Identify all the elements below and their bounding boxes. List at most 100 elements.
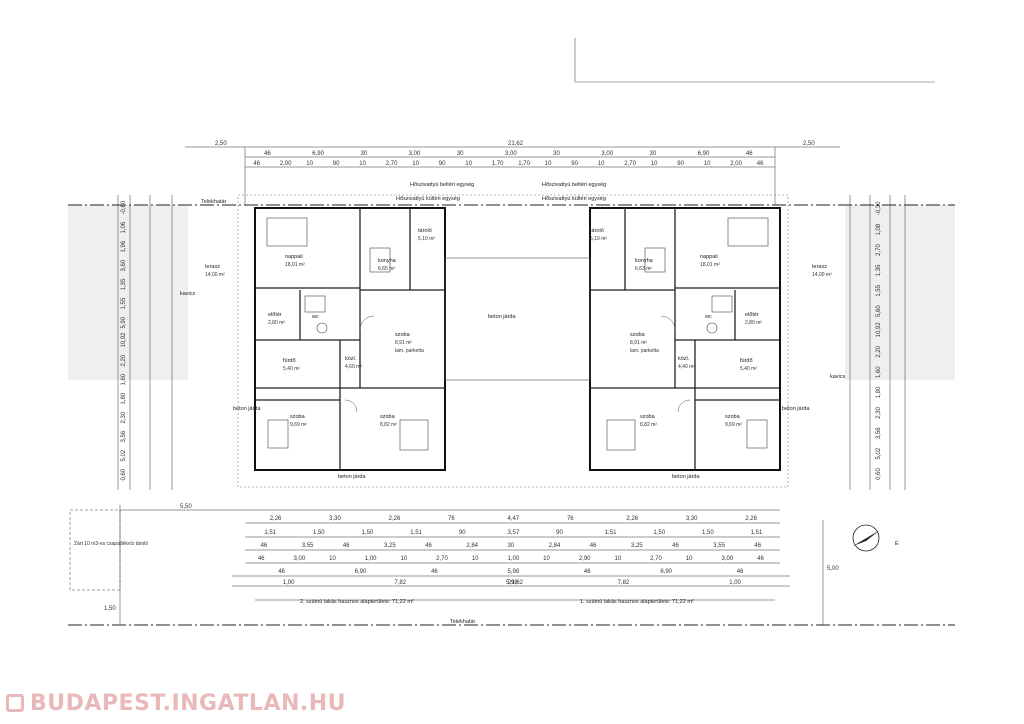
door-swings bbox=[344, 315, 691, 413]
dim-top-right-edge: 2,50 bbox=[803, 141, 815, 147]
left-szoba1: szoba bbox=[395, 332, 411, 338]
dim-right-2: 2,70 bbox=[876, 244, 882, 256]
dim-bottom-row6-4: 1,00 bbox=[729, 580, 741, 586]
dim-bottom-row2-5: 3,57 bbox=[508, 530, 520, 536]
dim-bottom-row3-12: 46 bbox=[754, 543, 761, 549]
dim-bottom-row2-2: 1,50 bbox=[362, 530, 374, 536]
right-nappali-area: 18,01 m² bbox=[700, 262, 720, 268]
dim-right-12: 5,02 bbox=[876, 447, 882, 459]
dim-bottom-row2-8: 1,50 bbox=[653, 530, 665, 536]
left-nappali-area: 18,01 m² bbox=[285, 262, 305, 268]
dim-left-13: 5,02 bbox=[121, 449, 127, 461]
dim-bottom-row4-7: 1,00 bbox=[508, 556, 520, 562]
label-hoszivattyu-kulteri-1: Hőszivattyú kültéri egység bbox=[396, 196, 460, 202]
dim-right-10: 2,30 bbox=[876, 406, 882, 418]
eave-outline bbox=[237, 194, 789, 488]
dim-left-14: 0,60 bbox=[121, 468, 127, 480]
left-konyha-area: 6,65 m² bbox=[378, 266, 395, 272]
dim-top-row3-14: 2,70 bbox=[624, 161, 636, 167]
dim-right-0: -0,30 bbox=[876, 201, 882, 215]
dim-bottom-row4-1: 3,00 bbox=[294, 556, 306, 562]
left-szoba2-area: 9,69 m² bbox=[290, 422, 307, 428]
left-wc: wc bbox=[311, 314, 319, 320]
dim-bottom-row1-0: 2,26 bbox=[270, 516, 282, 522]
dim-bottom-row3-7: 2,84 bbox=[549, 543, 561, 549]
dim-top-row3-11: 10 bbox=[545, 161, 552, 167]
right-konyha-area: 6,63 m² bbox=[635, 266, 652, 272]
right-szoba1-floor: lam. parketta bbox=[630, 348, 659, 354]
dim-bottom-row5-6: 46 bbox=[737, 569, 744, 575]
dim-bottom-row4-14: 46 bbox=[757, 556, 764, 562]
top-dimension-lines bbox=[185, 146, 840, 205]
center-entry bbox=[444, 257, 591, 381]
dim-bottom-row3-6: 30 bbox=[508, 543, 515, 549]
label-beton-jarda-bottom-right: beton járda bbox=[672, 474, 700, 480]
right-terasz-area: 14,00 m² bbox=[812, 272, 832, 278]
right-eloter: előtér bbox=[745, 312, 759, 318]
dim-top-row3-18: 2,00 bbox=[730, 161, 742, 167]
dim-bottom-row5-4: 46 bbox=[584, 569, 591, 575]
dim-top-left-edge: 2,50 bbox=[215, 141, 227, 147]
dim-bottom-row3-4: 46 bbox=[425, 543, 432, 549]
dim-bottom-row1-8: 2,26 bbox=[745, 516, 757, 522]
dim-top-row3-4: 10 bbox=[359, 161, 366, 167]
label-beton-jarda-right: beton járda bbox=[782, 406, 810, 412]
label-area-right: 1. számú lakás hasznos alapterülete: 71,… bbox=[580, 599, 694, 605]
water-tank bbox=[69, 509, 121, 591]
dim-right-5: 5,60 bbox=[876, 305, 882, 317]
dim-bottom-row5-1: 6,90 bbox=[355, 569, 367, 575]
dim-top-row2-3: 3,00 bbox=[409, 151, 421, 157]
dim-bottom-row4-2: 10 bbox=[329, 556, 336, 562]
right-szoba3-area: 8,82 m² bbox=[640, 422, 657, 428]
watermark-text: BUDAPEST.INGATLAN.HU bbox=[30, 691, 347, 716]
dim-bottom-row1-2: 2,26 bbox=[389, 516, 401, 522]
dim-top-row2-10: 46 bbox=[746, 151, 753, 157]
left-nappali: nappali bbox=[285, 254, 303, 260]
dim-right-1: 1,08 bbox=[876, 223, 882, 235]
right-szoba2-area: 9,69 m² bbox=[725, 422, 742, 428]
dim-bottom-row4-6: 10 bbox=[472, 556, 479, 562]
dim-left-10: 1,80 bbox=[121, 392, 127, 404]
right-nappali: nappali bbox=[700, 254, 718, 260]
dim-top-overall: 21,62 bbox=[508, 141, 524, 147]
dim-top-row2-9: 6,90 bbox=[698, 151, 710, 157]
bottom-dimension-lines bbox=[120, 509, 790, 601]
dim-bottom-overall: 21,62 bbox=[508, 580, 524, 586]
dim-bottom-row3-2: 46 bbox=[343, 543, 350, 549]
left-szoba1-area: 8,91 m² bbox=[395, 340, 412, 346]
dim-top-row3-8: 10 bbox=[465, 161, 472, 167]
left-szoba1-floor: lam. parketta bbox=[395, 348, 424, 354]
dim-left-12: 3,56 bbox=[121, 430, 127, 442]
dim-side-2: 5,00 bbox=[827, 566, 839, 572]
dim-top-row3-1: 2,00 bbox=[280, 161, 292, 167]
left-eloter-area: 2,80 m² bbox=[268, 320, 285, 326]
dim-left-3: 3,60 bbox=[121, 259, 127, 271]
dim-top-row3-15: 10 bbox=[651, 161, 658, 167]
right-szoba3: szoba bbox=[640, 414, 656, 420]
dim-bottom-row3-10: 46 bbox=[672, 543, 679, 549]
label-beton-jarda-bottom-left: beton járda bbox=[338, 474, 366, 480]
left-tarolo-area: 5,10 m² bbox=[418, 236, 435, 242]
dim-top-row3-6: 10 bbox=[412, 161, 419, 167]
dim-top-row3-0: 46 bbox=[253, 161, 260, 167]
right-eloter-area: 2,80 m² bbox=[745, 320, 762, 326]
dim-left-11: 2,30 bbox=[121, 411, 127, 423]
dim-top-row3-9: 1,70 bbox=[492, 161, 504, 167]
dim-bottom-row3-9: 3,25 bbox=[631, 543, 643, 549]
right-szoba2: szoba bbox=[725, 414, 741, 420]
dim-bottom-row2-9: 1,50 bbox=[702, 530, 714, 536]
dim-top-row2-4: 30 bbox=[457, 151, 464, 157]
left-szoba2: szoba bbox=[290, 414, 306, 420]
dim-top-row3-10: 1,70 bbox=[518, 161, 530, 167]
left-szoba3: szoba bbox=[380, 414, 396, 420]
dim-bottom-row2-3: 1,51 bbox=[410, 530, 422, 536]
right-szoba1: szoba bbox=[630, 332, 646, 338]
left-interior-walls bbox=[255, 208, 445, 470]
label-telekhatar-top: Telekhatár bbox=[201, 199, 227, 205]
right-kozl: közl. bbox=[678, 356, 690, 362]
dim-bottom-row4-8: 10 bbox=[543, 556, 550, 562]
dim-bottom-row4-9: 2,90 bbox=[579, 556, 591, 562]
dim-bottom-row4-3: 1,00 bbox=[365, 556, 377, 562]
right-konyha: konyha bbox=[635, 258, 654, 264]
